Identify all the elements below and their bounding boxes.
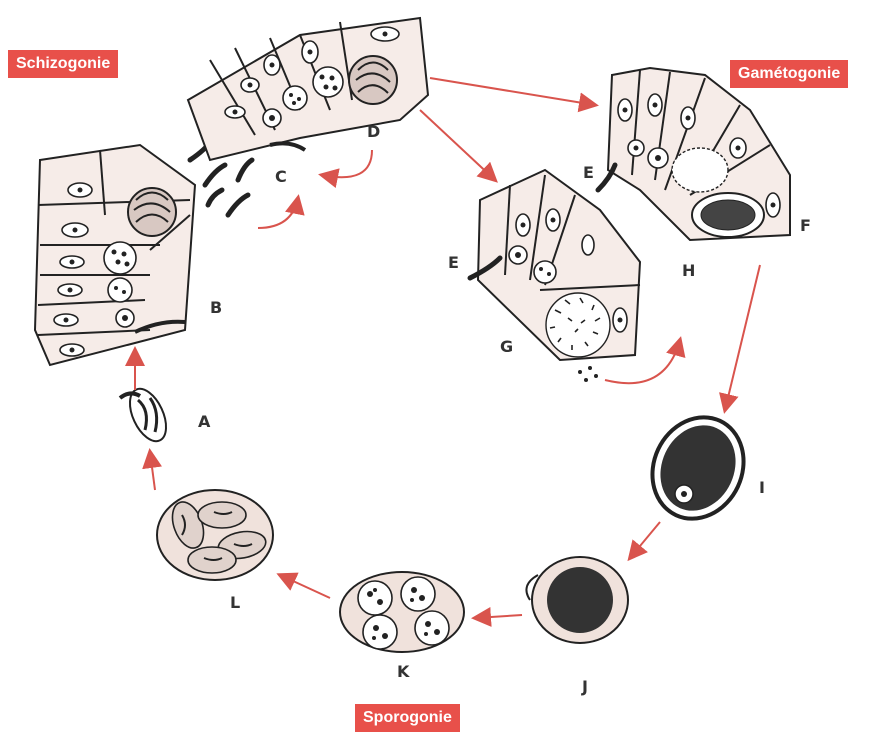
epithelium-cd xyxy=(188,18,428,160)
epithelium-ef xyxy=(598,68,790,240)
label-k: K xyxy=(397,662,410,681)
label-l: L xyxy=(230,593,240,612)
stage-i-oocyst xyxy=(636,402,760,533)
epithelium-eg xyxy=(470,170,640,382)
phase-label-schizogonie: Schizogonie xyxy=(8,50,118,78)
label-e-right: E xyxy=(583,163,594,182)
phase-label-sporogonie: Sporogonie xyxy=(355,704,460,732)
label-j: J xyxy=(581,677,588,696)
label-h: H xyxy=(682,261,695,280)
stage-l-oocyst xyxy=(157,490,273,580)
label-f: F xyxy=(800,216,811,235)
label-c: C xyxy=(275,167,287,186)
label-g: G xyxy=(500,337,513,356)
label-d: D xyxy=(367,122,380,141)
phase-label-gametogonie: Gamétogonie xyxy=(730,60,848,88)
label-e-middle: E xyxy=(448,253,459,272)
stage-j-oocyst xyxy=(526,557,628,643)
label-b: B xyxy=(210,298,222,317)
stage-a-sporocyst xyxy=(120,383,173,446)
label-a: A xyxy=(198,412,211,431)
epithelium-b xyxy=(35,145,195,365)
label-i: I xyxy=(759,478,765,497)
stage-k-oocyst xyxy=(340,572,464,652)
